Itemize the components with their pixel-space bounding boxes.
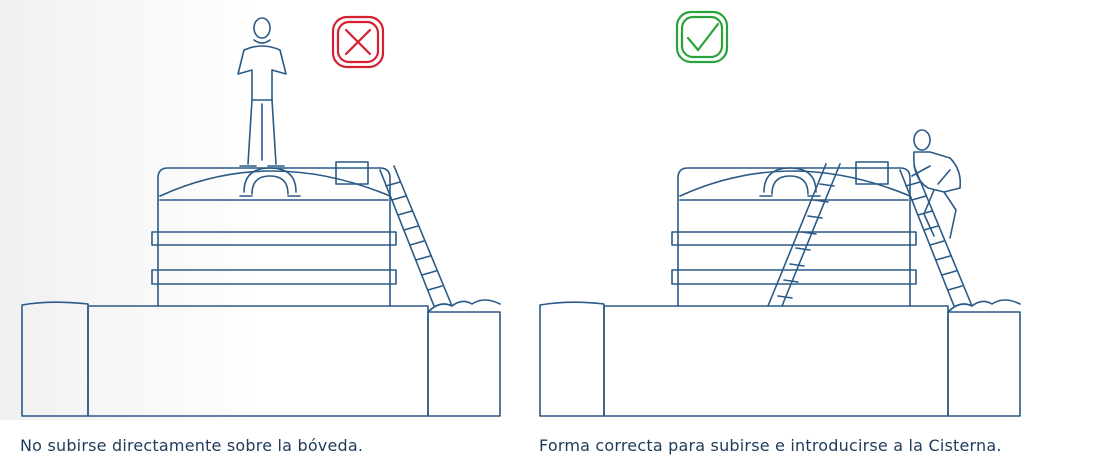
ladder <box>335 161 453 307</box>
inner-ladder <box>767 163 841 307</box>
checkmark-icon <box>675 10 729 64</box>
cistern-tank <box>671 167 917 307</box>
person-climbing <box>911 129 962 239</box>
person-standing <box>237 17 287 167</box>
caption-incorrect: No subirse directamente sobre la bóveda. <box>20 436 364 455</box>
panel-incorrect <box>21 17 501 417</box>
background-shade <box>0 0 260 420</box>
concrete-base <box>539 299 1021 417</box>
panel-correct <box>539 129 1021 417</box>
x-mark-icon <box>331 15 385 69</box>
concrete-base <box>21 299 501 417</box>
cistern-tank <box>151 167 397 307</box>
caption-correct: Forma correcta para subirse e introducir… <box>539 436 1002 455</box>
